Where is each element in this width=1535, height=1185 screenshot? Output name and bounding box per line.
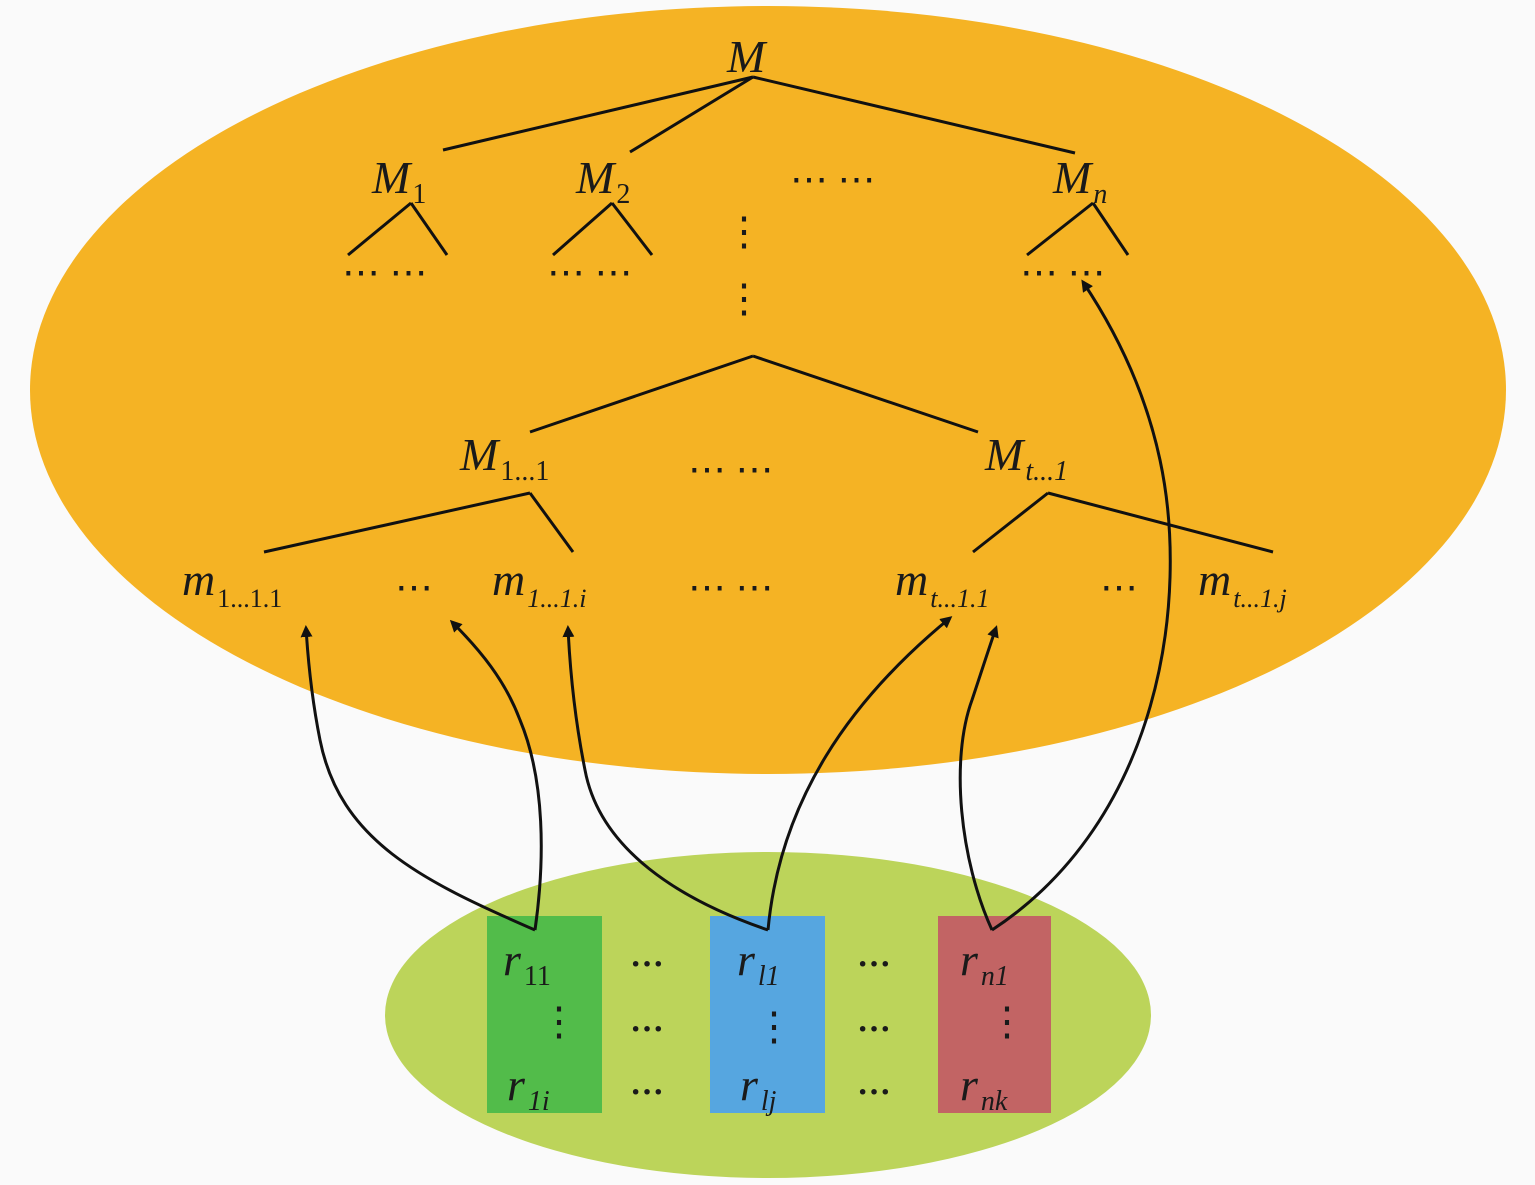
- vdots-tree-1: ⋮: [724, 209, 764, 254]
- ellipsis-leaf-c: ⋯: [1100, 567, 1138, 609]
- leaf-m-t-1-1: mt...1.1: [895, 554, 989, 613]
- ellipsis-level-mid: ⋯ ⋯: [688, 449, 774, 491]
- vdots-red: ⋮: [987, 999, 1027, 1044]
- svg-text:···: ···: [857, 1011, 891, 1048]
- leaf-m-1-1-1: m1...1.1: [182, 554, 282, 613]
- leaf-m-1-1-i: m1...1.i: [492, 554, 586, 613]
- ellipsis-m1-children: ⋯ ⋯: [342, 252, 428, 294]
- resource-between-dots: ··· ··· ··· ··· ··· ···: [630, 946, 891, 1111]
- resource-box-blue: [710, 916, 825, 1113]
- vdots-blue: ⋮: [754, 1004, 794, 1049]
- vdots-green: ⋮: [539, 999, 579, 1044]
- tree-edges: [263, 75, 1274, 554]
- mapping-arrows: [300, 279, 1172, 932]
- svg-text:···: ···: [630, 1011, 664, 1048]
- node-m2: M2: [575, 152, 630, 210]
- resource-box-red: [938, 916, 1051, 1113]
- svg-text:···: ···: [857, 1074, 891, 1111]
- leaf-m-t-1-j: mt...1.j: [1198, 554, 1287, 613]
- ellipsis-mn-children: ⋯ ⋯: [1020, 252, 1106, 294]
- node-mt-1: Mt...1: [984, 429, 1068, 487]
- tree-ellipses: ⋯ ⋯ ⋯ ⋯ ⋯ ⋯ ⋯ ⋯ ⋯ ⋯ ⋯ ⋯ ⋯ ⋯ ⋮ ⋮: [342, 159, 1138, 609]
- model-ellipse: [30, 6, 1506, 774]
- ellipsis-leaf-a: ⋯: [395, 567, 433, 609]
- node-m1: M1: [371, 152, 426, 210]
- vdots-tree-2: ⋮: [724, 276, 764, 321]
- ellipsis-level1: ⋯ ⋯: [790, 159, 876, 201]
- ellipsis-m2-children: ⋯ ⋯: [547, 252, 633, 294]
- node-m1-1: M1...1: [459, 429, 549, 487]
- svg-text:···: ···: [630, 1074, 664, 1111]
- node-mn: Mn: [1052, 152, 1107, 210]
- svg-text:···: ···: [630, 946, 664, 983]
- ellipsis-leaf-mid: ⋯ ⋯: [688, 567, 774, 609]
- svg-text:···: ···: [857, 946, 891, 983]
- resource-box-green: [487, 916, 602, 1113]
- node-root: M: [726, 31, 768, 82]
